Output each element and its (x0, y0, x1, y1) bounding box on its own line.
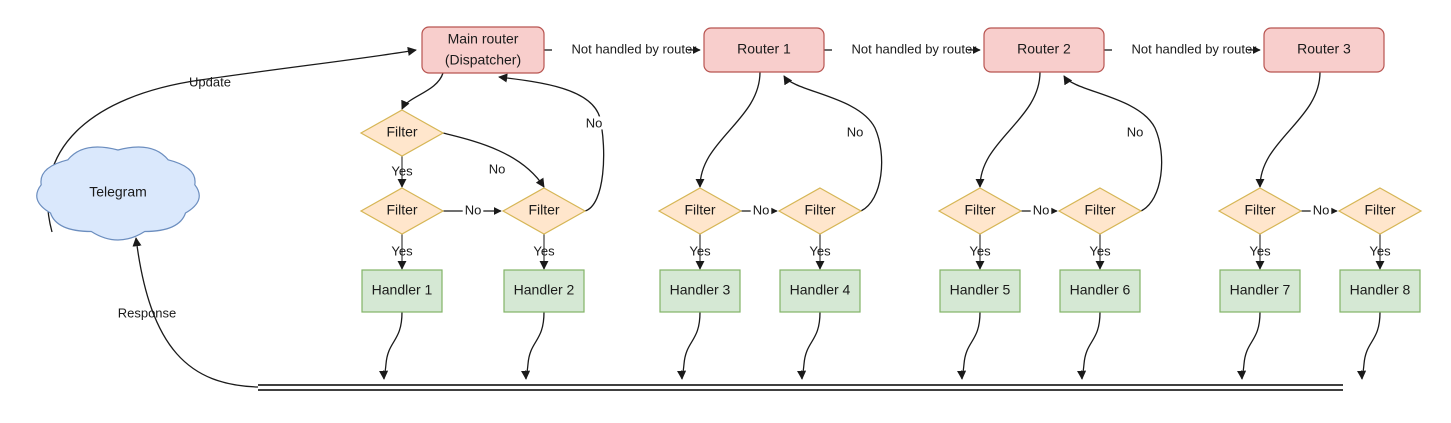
edge-label-update: Update (189, 74, 231, 89)
edge-h2-to-bus (521, 311, 545, 380)
handler-node-h8[interactable]: Handler 8 (1339, 269, 1421, 313)
edge-h7-to-bus (1237, 311, 1261, 380)
edge-label-no: No (586, 115, 603, 130)
nodes-layer: Telegram Main router(Dispatcher) Router 1 R… (36, 26, 1423, 313)
handler-node-h6[interactable]: Handler 6 (1059, 269, 1141, 313)
edge-label-yes: Yes (1249, 243, 1271, 258)
edge-router3-to-left-filter (1255, 71, 1321, 188)
filter-node-f3[interactable]: Filter (657, 187, 743, 235)
edge-f6-no-return (1063, 75, 1163, 212)
edge-h5-to-bus (957, 311, 981, 380)
telegram-cloud: Telegram (36, 146, 200, 241)
labels-layer: Not handled by router Not handled by rout… (118, 41, 1391, 320)
handler-node-h4[interactable]: Handler 4 (779, 269, 861, 313)
edge-label-yes: Yes (969, 243, 991, 258)
edge-dispatcher-to-f0 (401, 72, 444, 110)
handler-node-h2[interactable]: Handler 2 (503, 269, 585, 313)
edge-h8-to-bus (1357, 311, 1381, 380)
edge-label-no: No (1313, 202, 1330, 217)
handler-node-h5[interactable]: Handler 5 (939, 269, 1021, 313)
edge-label-response: Response (118, 305, 177, 320)
edge-label-no: No (489, 161, 506, 176)
router-node-router1[interactable]: Router 1 (703, 27, 825, 73)
edge-router2-to-left-filter (975, 71, 1041, 188)
edge-label-yes: Yes (1089, 243, 1111, 258)
filter-node-f7[interactable]: Filter (1217, 187, 1303, 235)
edge-label-no: No (465, 202, 482, 217)
edge-label-yes: Yes (391, 243, 413, 258)
edge-label-yes: Yes (533, 243, 555, 258)
edge-label-no: No (753, 202, 770, 217)
handler-node-h7[interactable]: Handler 7 (1219, 269, 1301, 313)
edge-h6-to-bus (1077, 311, 1101, 380)
edge-label-yes: Yes (1369, 243, 1391, 258)
edge-h1-to-bus (379, 311, 403, 380)
response-bus (258, 384, 1343, 391)
filter-node-f4[interactable]: Filter (777, 187, 863, 235)
filter-node-f1[interactable]: Filter (359, 187, 445, 235)
edge-label-no: No (1033, 202, 1050, 217)
router-node-router3[interactable]: Router 3 (1263, 27, 1385, 73)
router-node-dispatcher[interactable]: Main router(Dispatcher) (421, 26, 545, 74)
filter-node-f2[interactable]: Filter (501, 187, 587, 235)
router-node-router2[interactable]: Router 2 (983, 27, 1105, 73)
edge-f4-no-return (783, 75, 883, 212)
edge-h4-to-bus (797, 311, 821, 380)
edge-h3-to-bus (677, 311, 701, 380)
edge-label-not-handled: Not handled by router (851, 41, 977, 56)
edge-label-not-handled: Not handled by router (571, 41, 697, 56)
edge-label-no: No (847, 124, 864, 139)
edge-label-yes: Yes (391, 163, 413, 178)
edge-label-no: No (1127, 124, 1144, 139)
handler-node-h3[interactable]: Handler 3 (659, 269, 741, 313)
filter-node-f5[interactable]: Filter (937, 187, 1023, 235)
filter-node-f0[interactable]: Filter (359, 109, 445, 157)
edge-label-yes: Yes (689, 243, 711, 258)
edge-f2-no-return (498, 73, 605, 212)
filter-node-f8[interactable]: Filter (1337, 187, 1423, 235)
edge-response (132, 237, 259, 388)
edge-router1-to-left-filter (695, 71, 761, 188)
filter-node-f6[interactable]: Filter (1057, 187, 1143, 235)
handler-node-h1[interactable]: Handler 1 (361, 269, 443, 313)
edge-label-not-handled: Not handled by router (1131, 41, 1257, 56)
edge-f0-no (442, 132, 545, 188)
edge-label-yes: Yes (809, 243, 831, 258)
